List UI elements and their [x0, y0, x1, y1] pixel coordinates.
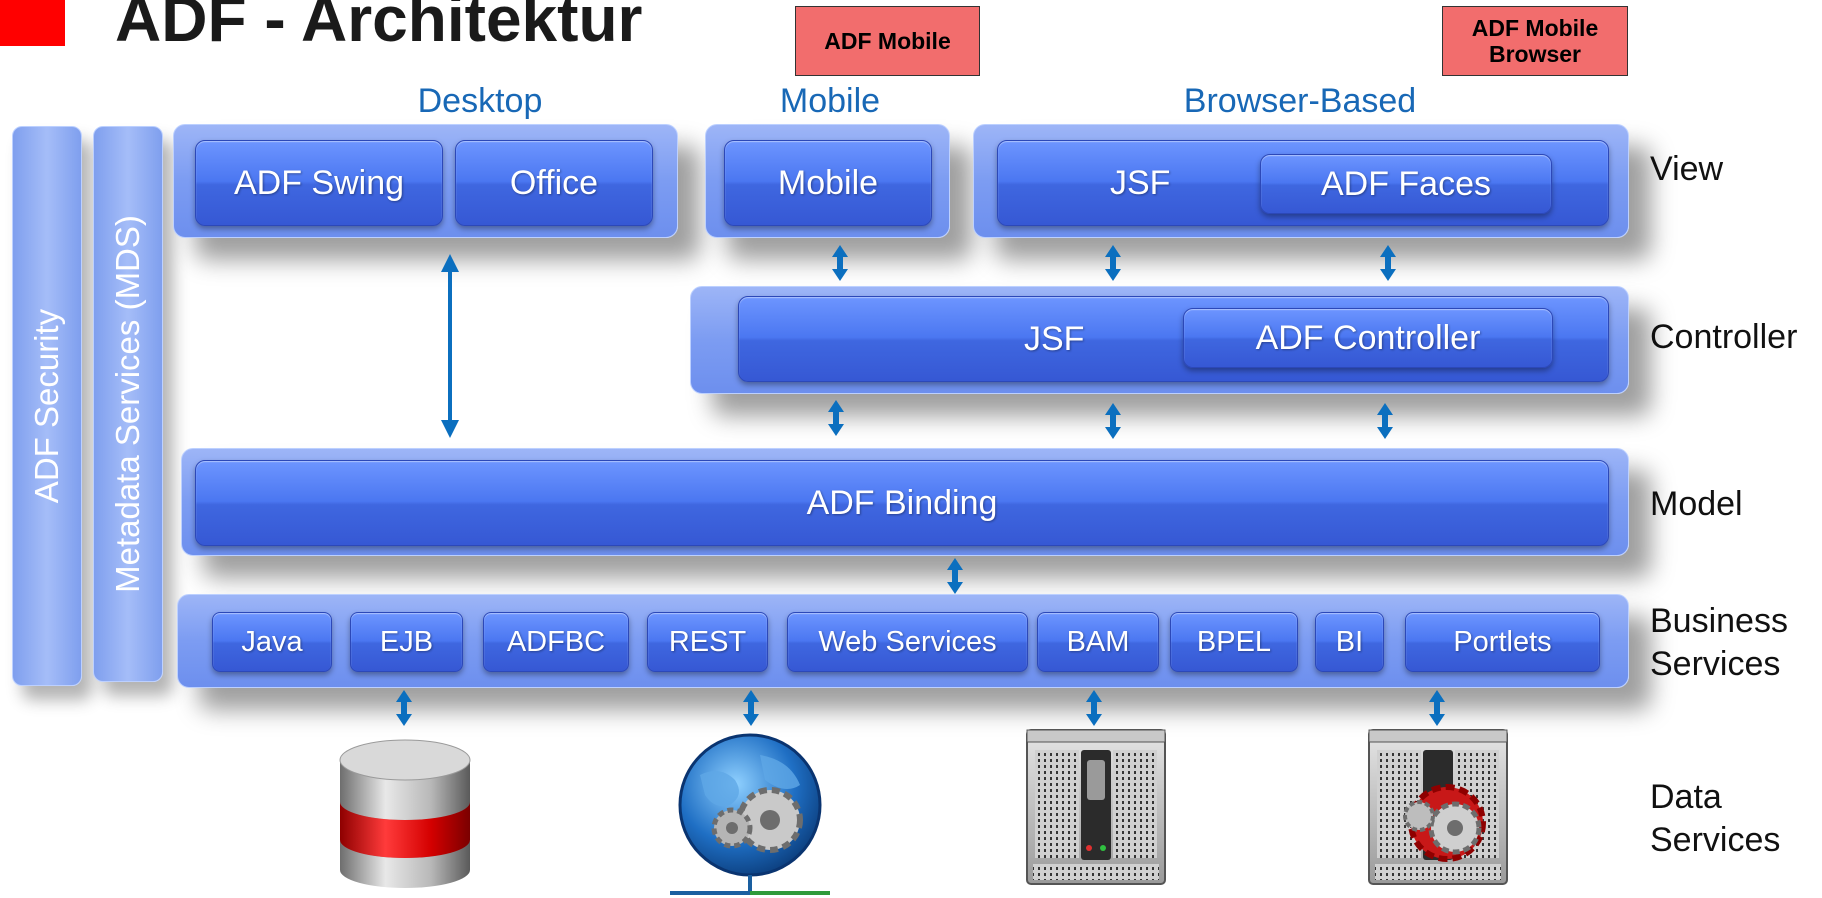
arrow-controller-model-1	[828, 400, 844, 436]
title-accent-square	[0, 0, 65, 46]
mobile-box: Mobile	[724, 140, 932, 226]
jsf-view-label: JSF	[1110, 163, 1171, 202]
adf-security-bar: ADF Security	[12, 126, 82, 686]
arrow-model-business	[947, 558, 963, 594]
business-service-java: Java	[212, 612, 332, 672]
adf-swing-box: ADF Swing	[195, 140, 443, 226]
arrow-controller-model-2	[1105, 403, 1121, 439]
arrow-bam-server	[1086, 690, 1102, 726]
business-service-bpel: BPEL	[1170, 612, 1298, 672]
arrow-mobile-controller	[832, 245, 848, 281]
adf-mobile-browser-badge: ADF Mobile Browser	[1442, 6, 1628, 76]
layer-label-controller: Controller	[1650, 318, 1798, 356]
arrow-java-database	[396, 690, 412, 726]
arrow-rest-webservice	[743, 690, 759, 726]
arrow-faces-controller	[1380, 245, 1396, 281]
adf-mobile-badge: ADF Mobile	[795, 6, 980, 76]
server-icon	[1026, 729, 1166, 885]
page-title: ADF - Architektur	[115, 0, 643, 55]
arrow-desktop-model	[441, 254, 459, 438]
arrow-controller-model-3	[1377, 403, 1393, 439]
layer-label-data-services: Data Services	[1650, 778, 1781, 859]
arrow-portlets-server	[1429, 690, 1445, 726]
layer-label-model: Model	[1650, 485, 1743, 523]
business-service-portlets: Portlets	[1405, 612, 1600, 672]
business-service-bam: BAM	[1037, 612, 1159, 672]
server-gears-icon	[1368, 729, 1508, 885]
database-icon	[339, 739, 471, 888]
globe-gears-icon	[670, 733, 830, 895]
adf-binding-box: ADF Binding	[195, 460, 1609, 546]
mds-bar: Metadata Services (MDS)	[93, 126, 163, 682]
column-label-browser-based: Browser-Based	[1183, 82, 1417, 120]
business-service-ejb: EJB	[350, 612, 463, 672]
office-box: Office	[455, 140, 653, 226]
business-service-adfbc: ADFBC	[483, 612, 629, 672]
jsf-controller-label: JSF	[1024, 319, 1085, 358]
business-service-bi: BI	[1315, 612, 1384, 672]
adf-faces-box: ADF Faces	[1260, 154, 1552, 214]
adf-controller-box: ADF Controller	[1183, 308, 1553, 368]
arrow-jsf-controller	[1105, 245, 1121, 281]
column-label-desktop: Desktop	[417, 82, 543, 120]
layer-label-view: View	[1650, 150, 1724, 188]
business-service-web-services: Web Services	[787, 612, 1028, 672]
business-service-rest: REST	[647, 612, 768, 672]
layer-label-business-services: Business Services	[1650, 602, 1788, 683]
column-label-mobile: Mobile	[779, 82, 881, 120]
